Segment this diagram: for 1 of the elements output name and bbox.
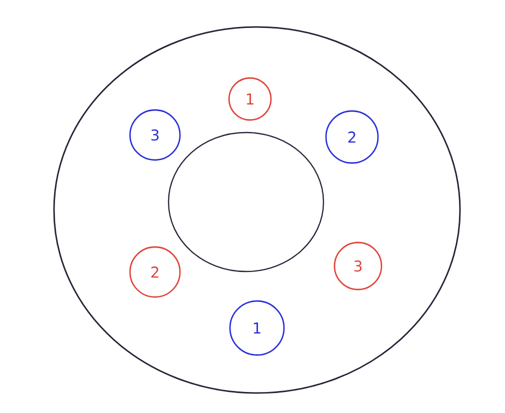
ring (53, 26, 461, 394)
